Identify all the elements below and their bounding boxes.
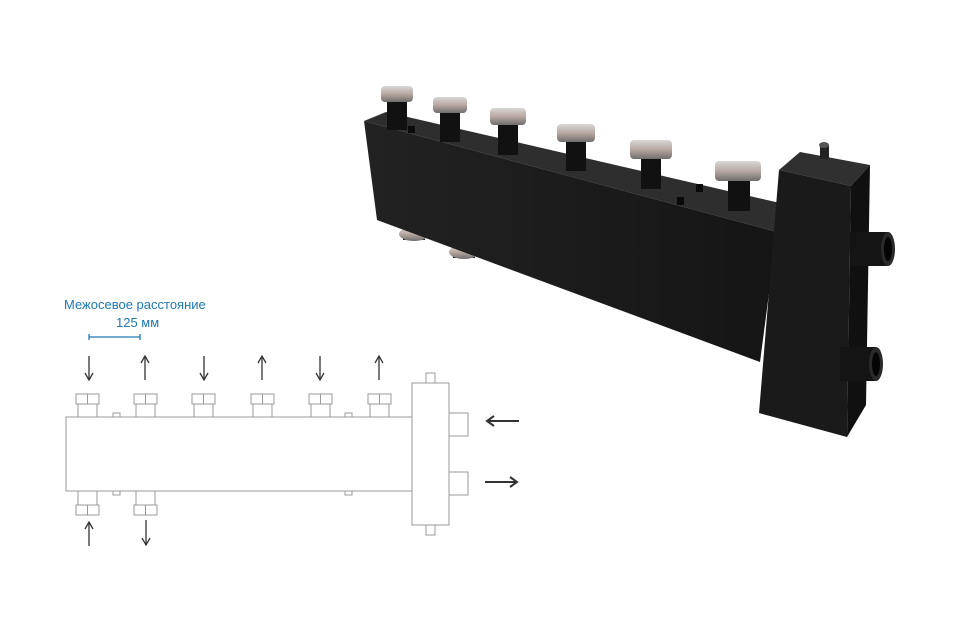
bar-top-face (364, 112, 780, 232)
dimension-title: Межосевое расстояние (64, 297, 206, 312)
arrow-down-icon (84, 356, 94, 382)
side-ports-3d (840, 232, 895, 381)
arrow-down-icon (141, 520, 151, 547)
arrow-right-icon (485, 476, 519, 488)
arrow-down-icon (199, 356, 209, 382)
bar-front-face (364, 121, 777, 362)
flow-arrows (84, 354, 519, 547)
schematic-body (65, 416, 413, 492)
top-fittings-3d (381, 86, 761, 211)
arrow-up-icon (84, 520, 94, 546)
arrow-down-icon (315, 356, 325, 382)
block-top-face (779, 152, 870, 186)
arrow-up-icon (257, 354, 267, 380)
schematic-port-outlet (448, 471, 469, 496)
schematic-bottom-fittings (75, 490, 158, 516)
dimension-value: 125 мм (116, 315, 160, 330)
schematic-top-fittings (75, 393, 392, 418)
schematic-port-inlet (448, 412, 469, 437)
dimension-line (88, 334, 141, 340)
arrow-left-icon (485, 415, 519, 427)
manifold-schematic (65, 372, 469, 536)
block-front-face (759, 170, 851, 437)
arrow-up-icon (140, 354, 150, 380)
manifold-3d-render (364, 86, 895, 437)
schematic-separator-block (411, 382, 450, 526)
arrow-up-icon (374, 354, 384, 380)
